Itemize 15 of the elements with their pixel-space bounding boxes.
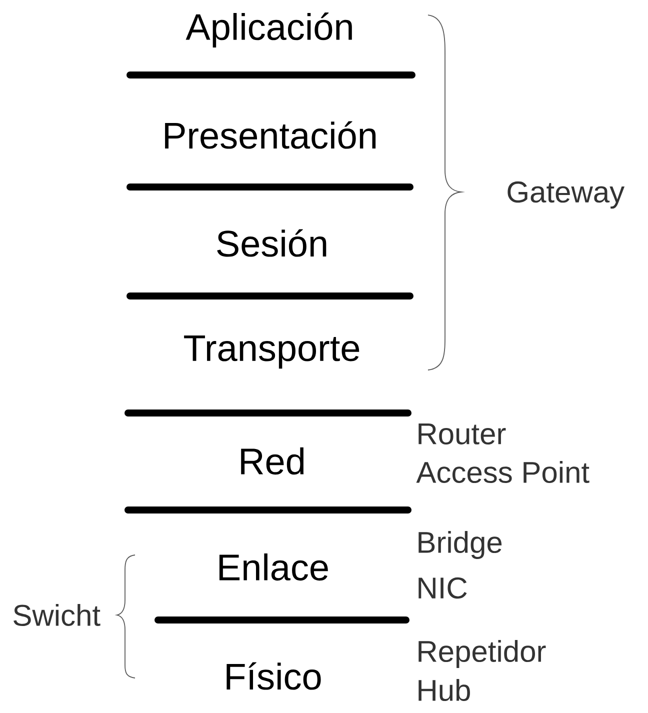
device-name: Hub: [418, 679, 470, 702]
device-name: Gateway: [508, 181, 625, 209]
layer-name: Sesión: [217, 229, 326, 257]
device-name: Swicht: [14, 604, 100, 626]
device-name: Router: [418, 424, 506, 444]
device-name: Bridge: [418, 531, 502, 559]
layer-name: Red: [241, 447, 304, 475]
device-name: Access Point: [416, 461, 590, 484]
layer-name: Presentación: [165, 121, 376, 149]
layer-name: Aplicación: [186, 12, 352, 48]
device-name: Repetidor: [418, 640, 546, 668]
device-name: NIC: [418, 577, 467, 599]
layer-name: Enlace: [219, 553, 328, 581]
layer-name: Físico: [226, 662, 321, 690]
layer-name: Transporte: [184, 335, 360, 369]
